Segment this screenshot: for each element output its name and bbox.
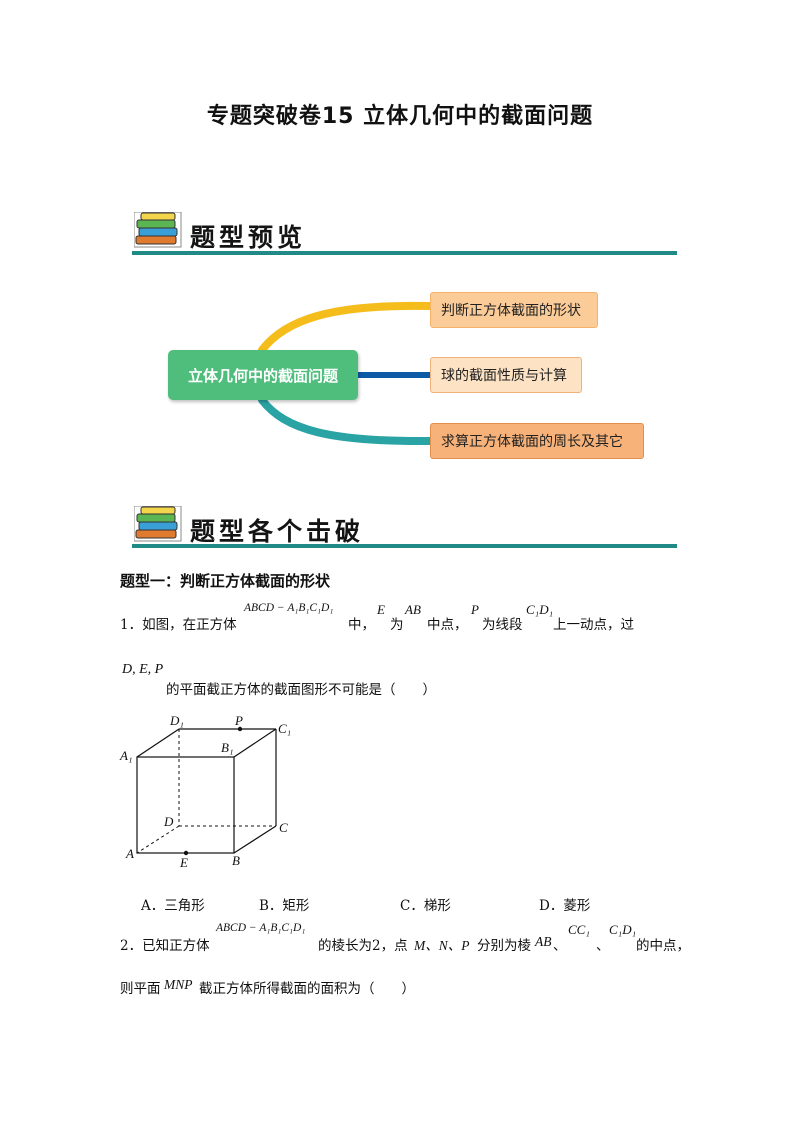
q2-text: 截正方体所得截面的面积为（ ） [199, 981, 415, 997]
books-icon [133, 505, 182, 542]
q1-text: 为线段 [482, 617, 523, 633]
q1-cube-name: ABCD − A₁B₁C₁D₁ [244, 602, 334, 614]
q1-text: 中点， [427, 617, 468, 633]
mindmap-branch-sphere: 球的截面性质与计算 [430, 357, 582, 393]
q2-edge-AB: AB [535, 934, 552, 949]
label-P: P [234, 713, 243, 728]
label-D1: D₁ [169, 713, 184, 728]
mindmap-center-node: 立体几何中的截面问题 [168, 350, 358, 400]
q2-points-MNP: M、N、P [414, 938, 470, 953]
mindmap-connectors [258, 301, 434, 446]
q1-point-E: E [377, 602, 385, 617]
q2-edge-C1D1: C₁D₁ [609, 922, 637, 937]
label-B1: B₁ [221, 740, 233, 755]
question-type-heading: 题型一：判断正方体截面的形状 [120, 572, 331, 590]
q1-segment-AB: AB [405, 602, 421, 617]
q1-option-b[interactable]: B．矩形 [259, 898, 310, 914]
section-divider [132, 544, 677, 548]
page-title: 专题突破卷15 立体几何中的截面问题 [206, 104, 594, 129]
label-B: B [232, 853, 240, 868]
q1-text: 中， [348, 617, 375, 633]
q1-point-P: P [471, 602, 479, 617]
q1-points-DEP: D, E, P [122, 662, 164, 677]
q2-prefix: 2．已知正方体 [120, 938, 210, 954]
label-E: E [179, 855, 188, 870]
books-icon [133, 211, 182, 248]
q2-text: 的中点， [636, 938, 690, 954]
q1-segment-C1D1: C₁D₁ [526, 602, 554, 617]
cube-figure: D₁ P C₁ A₁ B₁ D C A E B [119, 713, 291, 870]
q1-text: 为 [390, 617, 404, 633]
label-D: D [163, 814, 174, 829]
q1-text: 上一动点，过 [553, 617, 634, 633]
section-heading-breakthrough: 题型各个击破 [190, 517, 365, 546]
label-A: A [125, 846, 134, 861]
section-heading-preview: 题型预览 [190, 223, 307, 252]
q1-text: 的平面截正方体的截面图形不可能是（ ） [166, 682, 436, 698]
q2-text: 则平面 [120, 981, 161, 997]
q2-plane-MNP: MNP [164, 977, 193, 992]
label-C: C [279, 820, 288, 835]
q2-text: 分别为棱 [477, 938, 531, 954]
q2-cube-name: ABCD − A₁B₁C₁D₁ [216, 922, 306, 934]
mindmap-branch-shape: 判断正方体截面的形状 [430, 292, 598, 328]
q1-prefix: 1．如图，在正方体 [120, 617, 237, 633]
q2-text: 的棱长为2，点 [318, 938, 408, 954]
q2-text: 、 [596, 938, 610, 954]
q1-option-a[interactable]: A．三角形 [141, 898, 205, 914]
label-A1: A₁ [119, 748, 132, 763]
mindmap-branch-perimeter: 求算正方体截面的周长及其它 [430, 423, 644, 459]
label-C1: C₁ [278, 721, 291, 736]
q2-edge-CC1: CC₁ [568, 922, 590, 937]
section-divider [132, 251, 677, 255]
q1-option-c[interactable]: C．梯形 [400, 898, 451, 914]
q2-text: 、 [553, 938, 567, 954]
q1-option-d[interactable]: D．菱形 [539, 898, 591, 914]
